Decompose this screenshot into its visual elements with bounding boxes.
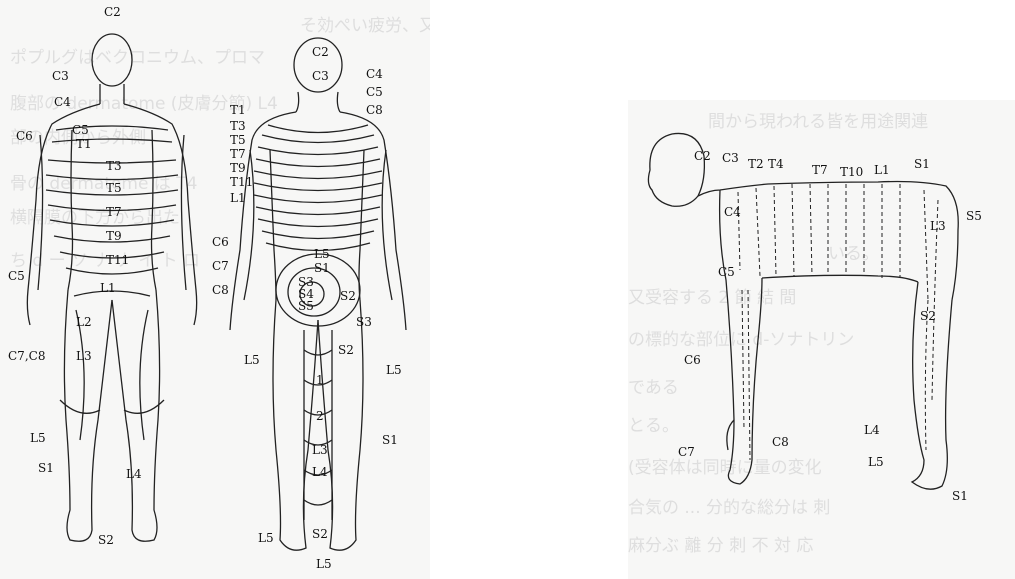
dermatome-figure-quadruped: 間から現われる皆を用途関連 いる。 又受容する 2 節 結 間 の標的な部位に … xyxy=(628,100,1015,579)
quadruped-label: C5 xyxy=(718,266,735,278)
back-label: T7 xyxy=(230,148,246,160)
front-label: C7,C8 xyxy=(8,350,45,362)
back-label: C8 xyxy=(212,284,229,296)
front-label: L5 xyxy=(30,432,46,444)
front-label: S2 xyxy=(98,534,114,546)
quadruped-label: L4 xyxy=(864,424,880,436)
quadruped-label: C2 xyxy=(694,150,711,162)
back-label: L1 xyxy=(230,192,246,204)
quadruped-label: S5 xyxy=(966,210,982,222)
front-label: C2 xyxy=(104,6,121,18)
front-label: C6 xyxy=(16,130,33,142)
back-label: S3 xyxy=(356,316,372,328)
front-label: C3 xyxy=(52,70,69,82)
quadruped-label: C7 xyxy=(678,446,695,458)
back-label: L5 xyxy=(314,248,330,260)
front-label: T5 xyxy=(106,182,122,194)
quadruped-label: L3 xyxy=(930,220,946,232)
quadruped-label: S1 xyxy=(914,158,930,170)
back-label: L5 xyxy=(316,558,332,570)
back-label: S1 xyxy=(314,262,330,274)
front-label: C5 xyxy=(72,124,89,136)
front-label: C4 xyxy=(54,96,71,108)
back-label: S2 xyxy=(312,528,328,540)
front-label: T3 xyxy=(106,160,122,172)
back-label: S5 xyxy=(298,300,314,312)
back-label: S1 xyxy=(382,434,398,446)
front-label: L4 xyxy=(126,468,142,480)
front-label: L1 xyxy=(100,282,116,294)
quadruped-label: S2 xyxy=(920,310,936,322)
back-label: S2 xyxy=(338,344,354,356)
front-label: T9 xyxy=(106,230,122,242)
back-label: C8 xyxy=(366,104,383,116)
back-label: C3 xyxy=(312,70,329,82)
back-label: L4 xyxy=(312,466,328,478)
back-label: T11 xyxy=(230,176,253,188)
front-label: T1 xyxy=(76,138,92,150)
front-label: S1 xyxy=(38,462,54,474)
back-label: 2 xyxy=(316,410,324,422)
quadruped-label: C3 xyxy=(722,152,739,164)
quadruped-label: L5 xyxy=(868,456,884,468)
back-label: L3 xyxy=(312,444,328,456)
back-label: S2 xyxy=(340,290,356,302)
back-label: L5 xyxy=(244,354,260,366)
quadruped-label: C4 xyxy=(724,206,741,218)
quadruped-label: T2 xyxy=(748,158,764,170)
back-label: T9 xyxy=(230,162,246,174)
quadruped-label: C8 xyxy=(772,436,789,448)
front-label: L2 xyxy=(76,316,92,328)
quadruped-label: T4 xyxy=(768,158,784,170)
quadruped-label: C6 xyxy=(684,354,701,366)
back-label: C4 xyxy=(366,68,383,80)
back-label: C6 xyxy=(212,236,229,248)
back-label: L5 xyxy=(258,532,274,544)
back-label: T5 xyxy=(230,134,246,146)
back-label: 1 xyxy=(316,374,324,386)
front-label: C5 xyxy=(8,270,25,282)
back-label: L5 xyxy=(386,364,402,376)
quadruped-label: T7 xyxy=(812,164,828,176)
back-label: C7 xyxy=(212,260,229,272)
back-label: T1 xyxy=(230,104,246,116)
quadruped-label: T10 xyxy=(840,166,863,178)
front-label: T7 xyxy=(106,206,122,218)
back-label: T3 xyxy=(230,120,246,132)
dermatome-figure-front-back: そ効ぺい疲労、又はその効果 ポプルグはベクロニウム、プロマ 腹部の dermat… xyxy=(0,0,430,579)
front-label: L3 xyxy=(76,350,92,362)
front-label: T11 xyxy=(106,254,129,266)
quadruped-label: L1 xyxy=(874,164,890,176)
back-label: C2 xyxy=(312,46,329,58)
back-label: C5 xyxy=(366,86,383,98)
quadruped-label: S1 xyxy=(952,490,968,502)
